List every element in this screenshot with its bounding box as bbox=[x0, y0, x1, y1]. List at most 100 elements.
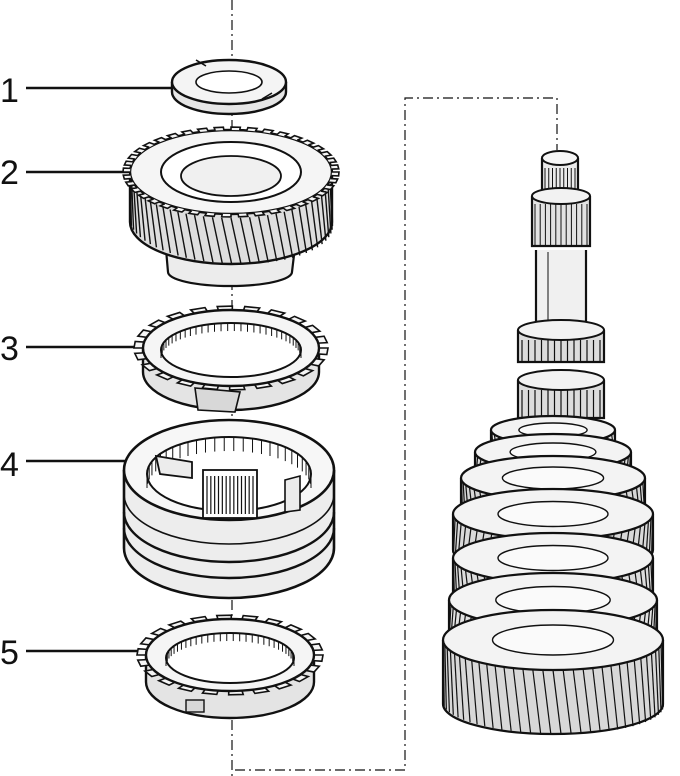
gear-tooth bbox=[532, 669, 542, 734]
gear-tooth bbox=[171, 206, 186, 213]
gear-tooth bbox=[275, 213, 286, 260]
gear-tooth bbox=[327, 187, 332, 234]
gear-tooth bbox=[284, 623, 304, 633]
gear-tooth bbox=[139, 194, 146, 241]
gear-tooth bbox=[158, 203, 173, 210]
gear-tooth bbox=[202, 216, 214, 263]
gear-tooth bbox=[175, 379, 195, 387]
gear-tooth bbox=[478, 662, 486, 727]
gear-tooth bbox=[446, 648, 450, 713]
gear-tooth bbox=[131, 183, 135, 230]
gear-tooth bbox=[323, 184, 336, 191]
gear-tooth bbox=[165, 311, 185, 320]
gear-tooth bbox=[246, 126, 259, 132]
gear-tooth bbox=[452, 560, 455, 595]
gear-tooth bbox=[187, 210, 201, 216]
gear-tooth bbox=[307, 195, 321, 203]
gear-tooth bbox=[154, 371, 174, 381]
gear-tooth bbox=[288, 315, 308, 325]
gear-tooth bbox=[257, 216, 269, 263]
gear-tooth bbox=[610, 665, 619, 730]
callout-5: 5 bbox=[0, 634, 150, 672]
ring3-teeth bbox=[133, 305, 329, 391]
gear-tooth bbox=[316, 190, 330, 197]
gear2-top-teeth bbox=[122, 126, 340, 218]
gear-tooth bbox=[486, 663, 494, 729]
gear-tooth bbox=[220, 213, 232, 218]
gear-tooth bbox=[123, 160, 134, 167]
gear-tooth bbox=[129, 186, 142, 194]
gear-tooth bbox=[326, 157, 338, 164]
gear-tooth bbox=[136, 192, 150, 200]
gear-tooth bbox=[248, 217, 261, 264]
shaft-gear-stack bbox=[441, 414, 665, 736]
callout-number-2: 2 bbox=[0, 154, 19, 192]
gear-tooth bbox=[592, 667, 601, 733]
gear-tooth bbox=[572, 669, 582, 734]
gear-tooth bbox=[180, 129, 194, 136]
callout-number-3: 3 bbox=[0, 330, 19, 368]
gear2-teeth bbox=[129, 176, 334, 265]
synchronizer-hub-sleeve bbox=[122, 418, 336, 600]
shaft-tip-splines bbox=[544, 168, 576, 190]
gear-tooth bbox=[542, 669, 552, 734]
gear-tooth bbox=[320, 150, 333, 158]
gear-tooth bbox=[162, 206, 172, 254]
gear-tooth bbox=[136, 647, 148, 656]
gear-tooth bbox=[452, 519, 456, 556]
gear-tooth bbox=[264, 617, 284, 626]
gear-tooth bbox=[155, 204, 164, 251]
gear-tooth bbox=[648, 519, 652, 556]
gear-tooth bbox=[651, 516, 654, 553]
shaft-gear-small-2-teeth bbox=[521, 390, 601, 418]
gear-tooth bbox=[640, 658, 647, 723]
callout-number-5: 5 bbox=[0, 634, 19, 672]
gear-tooth bbox=[291, 209, 301, 256]
gear-tooth bbox=[633, 660, 641, 725]
gear-tooth bbox=[196, 127, 209, 133]
gear-tooth bbox=[142, 668, 160, 678]
gear-tooth bbox=[273, 681, 294, 690]
gear-tooth bbox=[453, 653, 459, 718]
gear-tooth bbox=[141, 141, 155, 149]
gear-tooth bbox=[310, 201, 319, 248]
gear-tooth bbox=[654, 650, 660, 715]
gear-tooth bbox=[166, 620, 187, 629]
callout-number-1: 1 bbox=[0, 72, 19, 110]
gear-tooth bbox=[458, 655, 465, 720]
gear-tooth bbox=[471, 660, 478, 725]
gear-tooth bbox=[289, 134, 304, 141]
gear-tooth bbox=[312, 144, 326, 152]
gear-tooth bbox=[268, 208, 282, 215]
ring5-inner-splines bbox=[165, 633, 295, 666]
gear-tooth bbox=[136, 191, 142, 238]
gear-tooth bbox=[277, 376, 297, 385]
gear-tooth bbox=[464, 658, 471, 723]
gear-tooth bbox=[122, 167, 131, 173]
callout-number-4: 4 bbox=[0, 446, 19, 484]
assembly-path-line bbox=[235, 97, 558, 771]
gear-tooth bbox=[601, 666, 610, 731]
gear-tooth bbox=[156, 677, 176, 687]
gear-tooth bbox=[320, 194, 327, 241]
gear-tooth bbox=[442, 642, 445, 707]
callout-2: 2 bbox=[0, 154, 140, 192]
gear-tooth bbox=[328, 177, 339, 184]
gear-tooth bbox=[149, 627, 168, 637]
gear-tooth bbox=[230, 217, 242, 265]
gear-tooth bbox=[169, 209, 179, 256]
gear-tooth bbox=[626, 662, 634, 727]
shaft-gear-7 bbox=[441, 608, 665, 736]
gear-tooth bbox=[330, 164, 340, 170]
gear-tooth bbox=[220, 217, 233, 264]
gear-tooth bbox=[292, 673, 311, 683]
gear-tooth bbox=[552, 669, 562, 735]
gear-tooth bbox=[449, 650, 454, 715]
gear-tooth bbox=[302, 139, 316, 146]
gear-tooth bbox=[261, 128, 275, 134]
callouts: 1 2 3 4 5 bbox=[0, 72, 175, 672]
gear-tooth bbox=[444, 645, 447, 710]
gear-tooth bbox=[266, 215, 278, 262]
gear-tooth bbox=[295, 200, 310, 208]
